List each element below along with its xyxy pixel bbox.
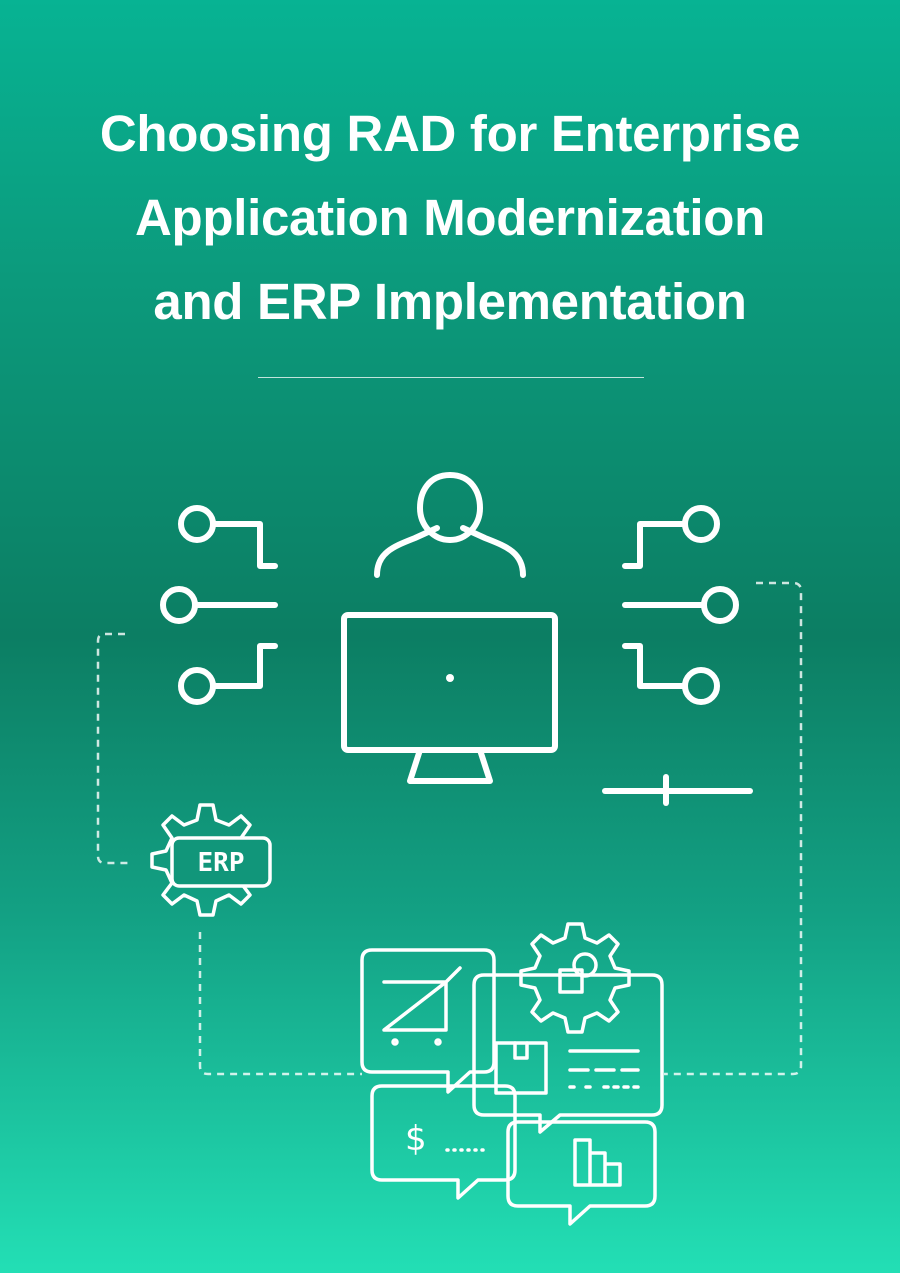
dashed-connector-bottom-left: [198, 932, 362, 1076]
chat-card-dollar: $: [370, 1084, 517, 1200]
user-icon: [374, 472, 526, 578]
title-line-1: Choosing RAD for Enterprise: [99, 105, 801, 162]
box-icon: [494, 1041, 548, 1095]
node-connector-icon: [622, 505, 739, 705]
dollar-icon: $: [405, 1119, 427, 1159]
chat-card-chart: [506, 1120, 657, 1226]
erp-label: ERP: [198, 848, 245, 878]
title-line-2: Application Modernization: [135, 189, 765, 246]
shopping-cart-icon: [382, 966, 462, 1046]
node-connector-icon: [160, 505, 278, 705]
erp-gear-icon: ERP: [150, 803, 272, 917]
dashed-connector-left: [96, 632, 128, 865]
monitor-icon: [341, 612, 558, 784]
title-line-3: and ERP Implementation: [153, 273, 747, 330]
chat-card-box: [472, 973, 664, 1134]
gear-icon: [519, 922, 631, 1034]
bar-chart-icon: [573, 1138, 622, 1187]
slider-icon: [602, 774, 753, 806]
cover-title: Choosing RAD for Enterprise Application …: [0, 92, 900, 344]
title-divider: [258, 377, 644, 378]
chat-card-cart: [360, 948, 496, 1094]
dashed-connector-right: [664, 581, 803, 1076]
